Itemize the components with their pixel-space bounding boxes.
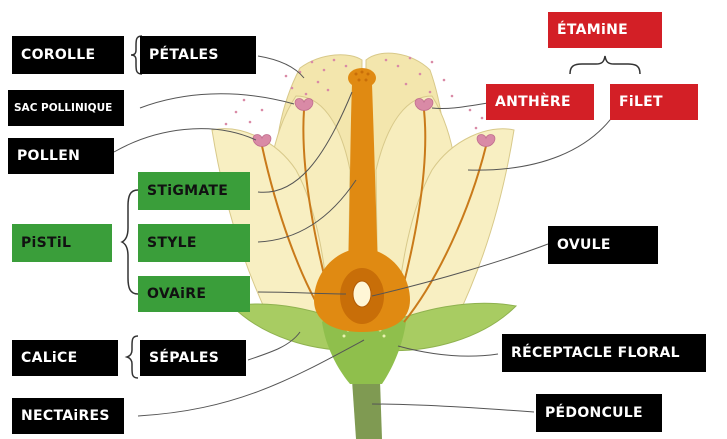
label-etamine: ÉTAMiNE — [548, 12, 662, 48]
brace-pistil — [122, 190, 138, 294]
label-petales: PÉTALES — [140, 36, 256, 74]
label-sac-pollinique: SAC POLLINIQUE — [8, 90, 124, 126]
brace-calice — [127, 336, 138, 378]
label-stigmate: STiGMATE — [138, 172, 250, 210]
ovule-shape — [353, 281, 371, 307]
label-corolle: COROLLE — [12, 36, 124, 74]
label-receptacle-floral: RÉCEPTACLE FLORAL — [502, 334, 706, 372]
label-pollen: POLLEN — [8, 138, 114, 174]
brace-etamine — [570, 56, 640, 74]
stem — [352, 380, 382, 439]
label-nectaires: NECTAiRES — [12, 398, 124, 434]
label-pistil: PiSTiL — [12, 224, 112, 262]
label-pedoncule: PÉDONCULE — [536, 394, 662, 432]
label-anthere: ANTHÈRE — [486, 84, 594, 120]
label-calice: CALiCE — [12, 340, 118, 376]
label-ovaire: OVAiRE — [138, 276, 250, 312]
label-filet: FiLET — [610, 84, 698, 120]
label-ovule: OVULE — [548, 226, 658, 264]
label-sepales: SÉPALES — [140, 340, 246, 376]
label-style: STYLE — [138, 224, 250, 262]
